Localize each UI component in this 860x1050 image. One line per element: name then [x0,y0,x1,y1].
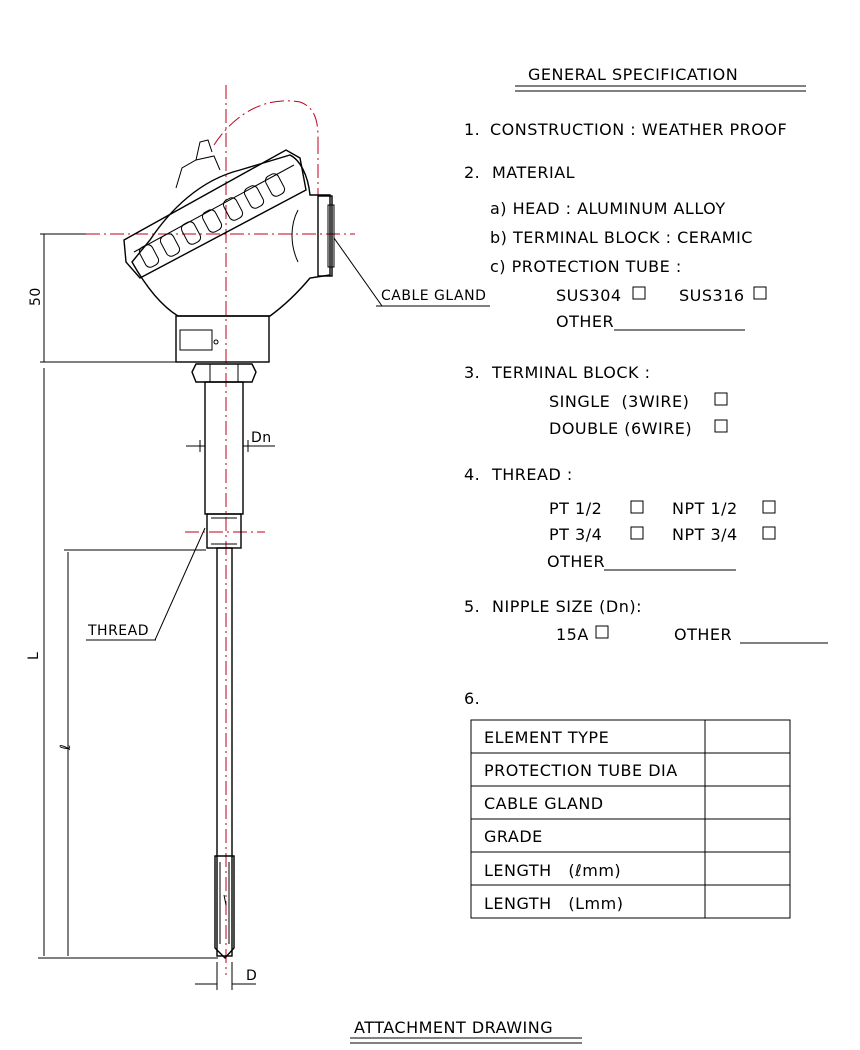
spec-table: ELEMENT TYPE PROTECTION TUBE DIA CABLE G… [470,719,791,919]
table-row-label: CABLE GLAND [484,794,604,813]
table-row-label: ELEMENT TYPE [484,728,609,747]
table-row-label: LENGTH (ℓmm) [484,861,621,880]
callout-thread: THREAD [87,623,149,639]
spec-4-label: THREAD : [491,465,573,484]
callouts: CABLE GLAND THREAD [86,237,490,641]
spec-5-opt-15a: 15A [556,625,589,644]
thermocouple-drawing [86,85,355,975]
table-row-label: LENGTH (Lmm) [484,894,623,913]
spec-3-num: 3. [464,363,480,382]
dimensions: 50 L ℓ Dn D [26,233,275,990]
spec-4-num: 4. [464,465,480,484]
table-value-cell[interactable] [706,787,789,818]
spec-3-opt-single: SINGLE (3WIRE) [549,392,689,411]
checkbox-single[interactable] [714,392,728,406]
checkbox-pt12[interactable] [630,500,644,514]
spec-5-other: OTHER [674,625,732,644]
checkbox-double[interactable] [714,419,728,433]
table-value-cell[interactable] [706,721,789,752]
spec-4-other: OTHER [547,552,605,571]
spec-5-num: 5. [464,597,480,616]
dimension-L-label: L [26,652,42,660]
checkbox-sus304[interactable] [632,286,646,300]
table-row-label: GRADE [484,827,543,846]
spec-4-opt-pt34: PT 3/4 [549,525,602,544]
spec-2a: a) HEAD : ALUMINUM ALLOY [490,199,726,218]
spec-2-num: 2. [464,163,480,182]
dimension-D-label: D [246,968,257,984]
table-value-cell[interactable] [706,886,789,917]
spec-title: GENERAL SPECIFICATION [528,65,738,84]
spec-2-label: MATERIAL [492,163,575,182]
spec-2c: c) PROTECTION TUBE : [490,257,682,276]
checkbox-pt34[interactable] [630,526,644,540]
table-value-cell[interactable] [706,820,789,851]
spec-1-label: CONSTRUCTION : WEATHER PROOF [490,120,787,139]
spec-2c-opt-sus304: SUS304 [556,286,622,305]
spec-3-opt-double: DOUBLE (6WIRE) [549,419,692,438]
footer-title: ATTACHMENT DRAWING [354,1018,553,1037]
dimension-l-label: ℓ [58,744,74,751]
dimension-50-label: 50 [28,287,44,306]
checkbox-sus316[interactable] [753,286,767,300]
table-row-label: PROTECTION TUBE DIA [484,761,678,780]
spec-5-label: NIPPLE SIZE (Dn): [492,597,642,616]
checkbox-npt34[interactable] [762,526,776,540]
callout-cable-gland: CABLE GLAND [381,288,486,304]
spec-4-opt-npt12: NPT 1/2 [672,499,738,518]
checkbox-npt12[interactable] [762,500,776,514]
table-value-cell[interactable] [706,754,789,785]
spec-1-num: 1. [464,120,480,139]
spec-6-num: 6. [464,689,480,708]
spec-3-label: TERMINAL BLOCK : [491,363,651,382]
spec-2b: b) TERMINAL BLOCK : CERAMIC [490,228,753,247]
spec-4-opt-pt12: PT 1/2 [549,499,602,518]
checkbox-15a[interactable] [595,625,609,639]
table-value-cell[interactable] [706,853,789,884]
spec-2c-opt-sus316: SUS316 [679,286,745,305]
dimension-Dn-label: Dn [251,430,272,446]
spec-4-opt-npt34: NPT 3/4 [672,525,738,544]
spec-2c-other: OTHER [556,312,614,331]
